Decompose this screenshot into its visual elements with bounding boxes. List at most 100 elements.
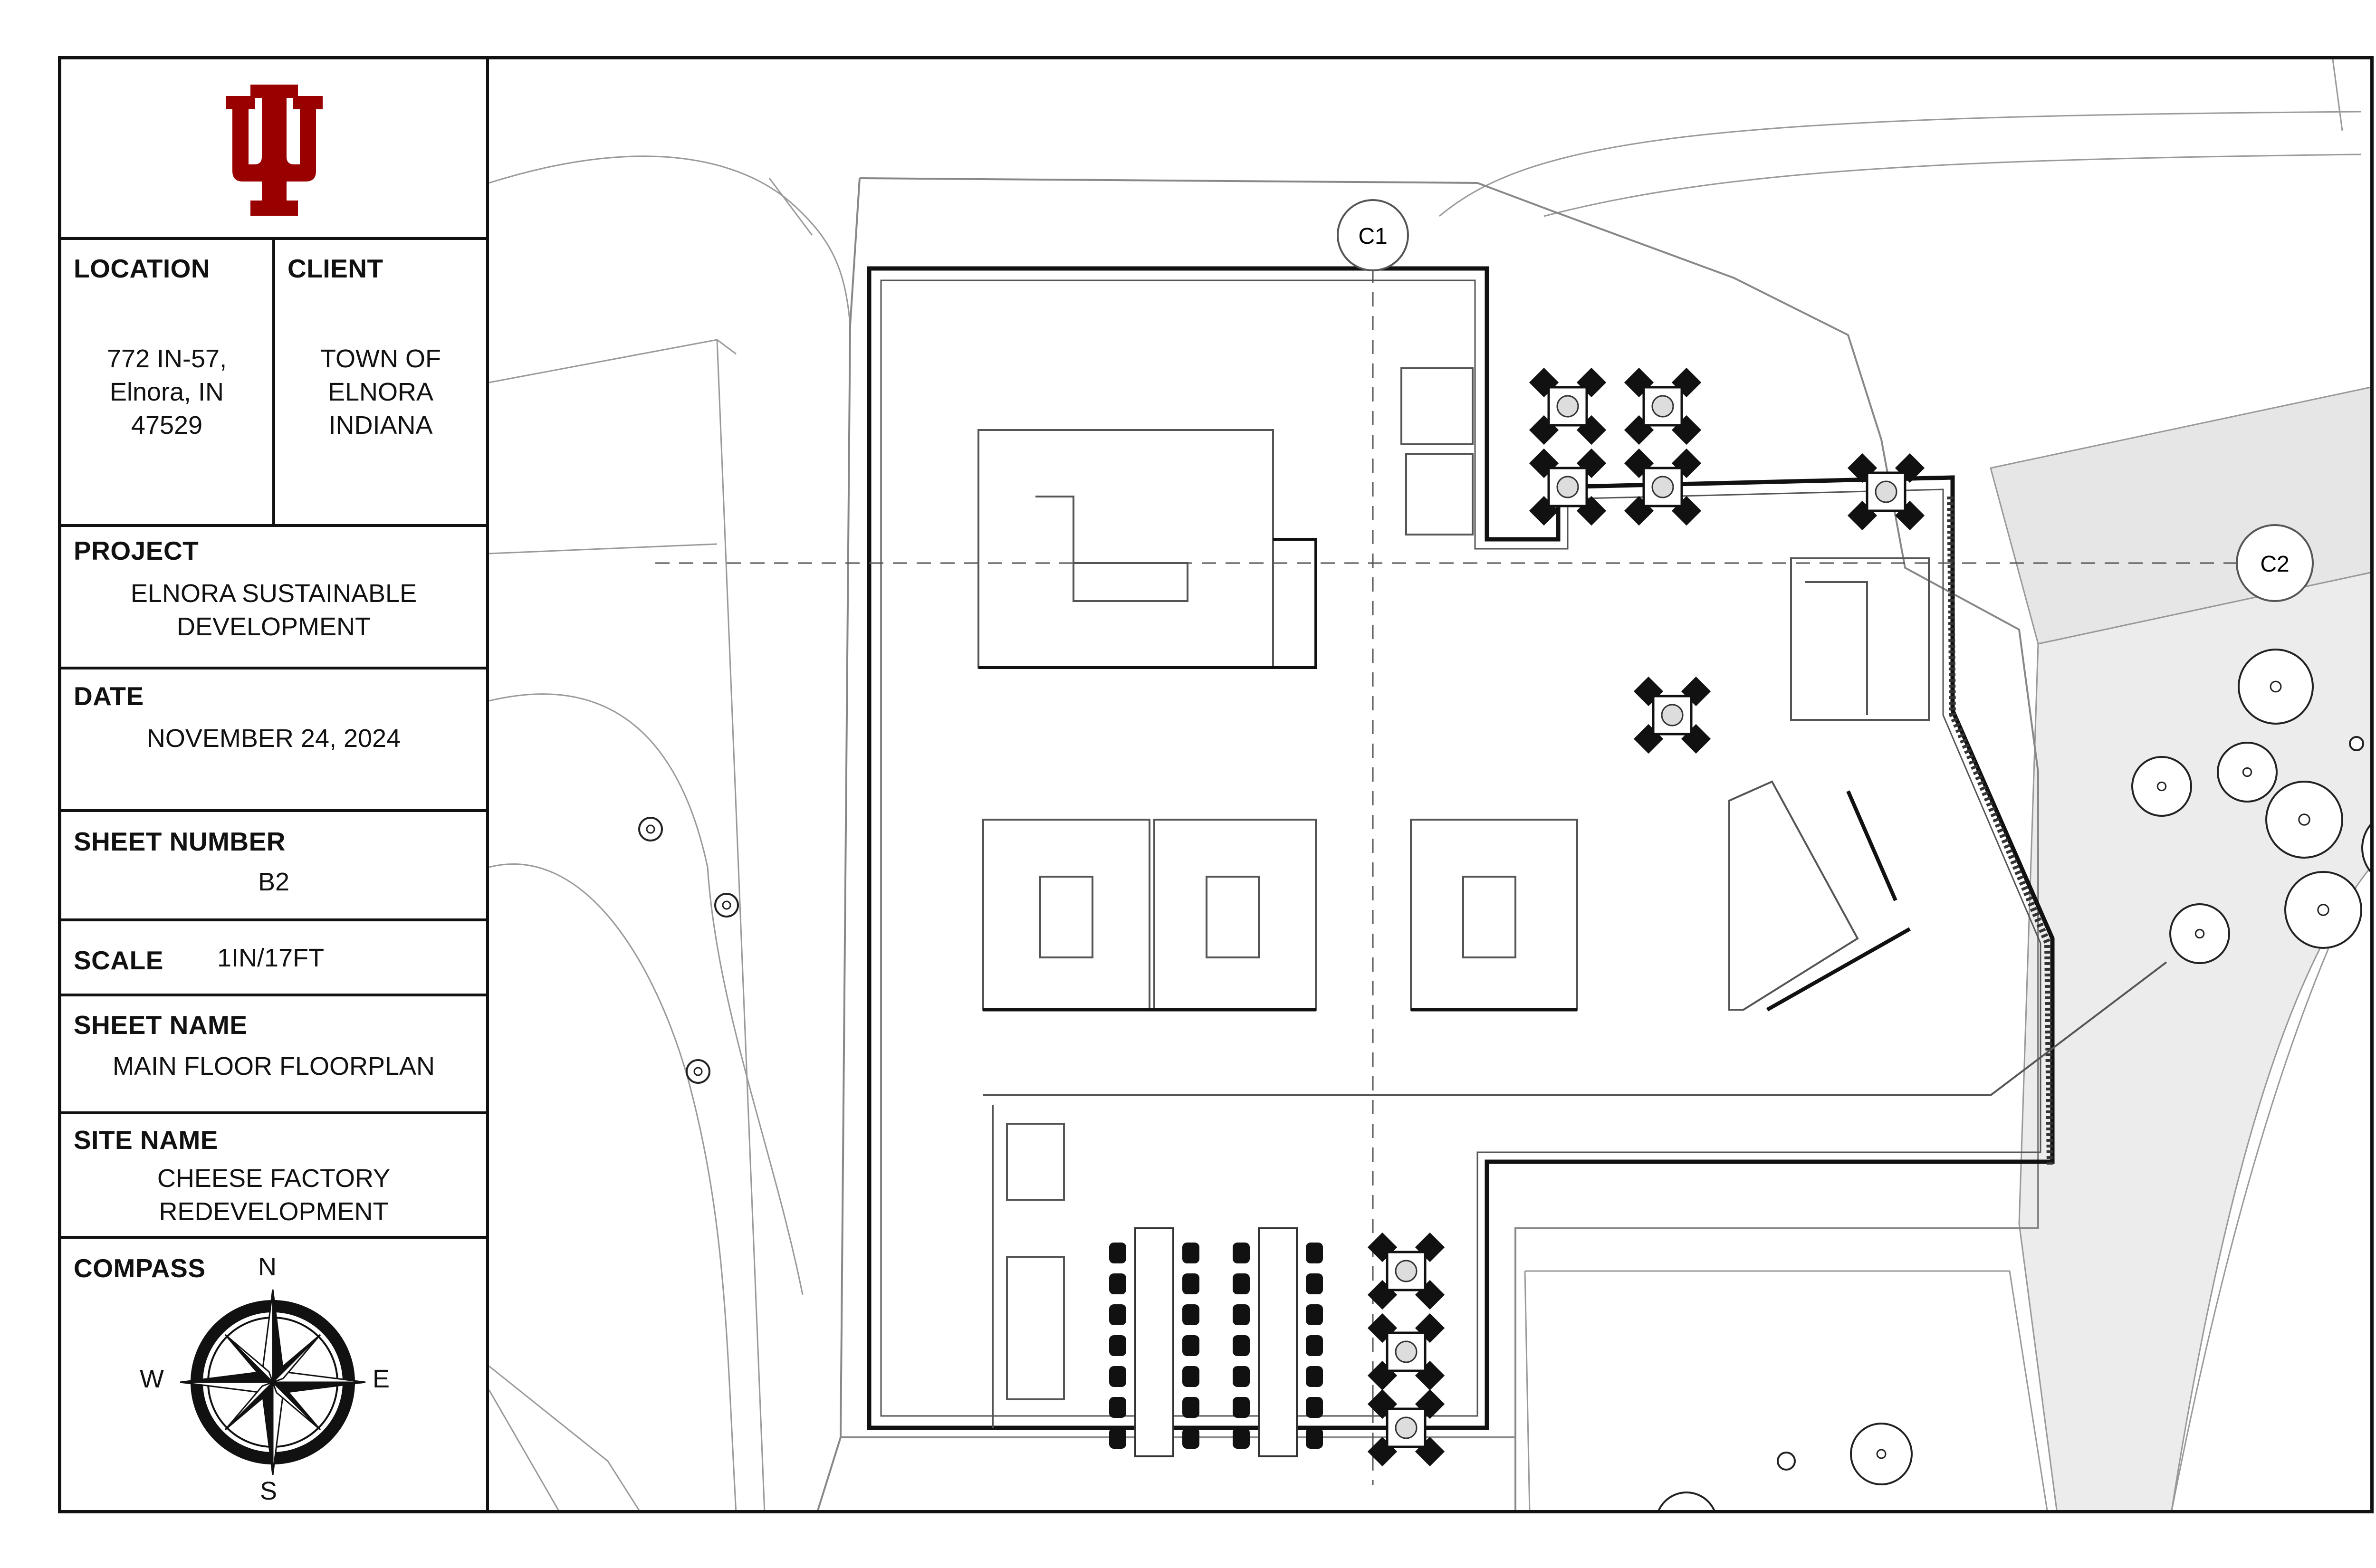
- table-set-icon: [1367, 1232, 1445, 1310]
- long-table: [1109, 1227, 1199, 1457]
- table-sets: [1367, 367, 1925, 1467]
- tree-icon: [2217, 742, 2278, 803]
- compass-rose-icon: [180, 1289, 366, 1475]
- location-line-2: Elnora, IN: [109, 378, 224, 406]
- chair-icon: [1109, 1273, 1126, 1294]
- compass-west: W: [140, 1365, 164, 1393]
- compass-label: COMPASS: [74, 1253, 206, 1283]
- location-line-1: 772 IN-57,: [106, 344, 227, 373]
- tree-icon: [2349, 736, 2364, 751]
- chair-icon: [1182, 1304, 1199, 1325]
- project-value: ELNORA SUSTAINABLE DEVELOPMENT: [61, 577, 486, 643]
- chair-icon: [1233, 1273, 1250, 1294]
- scale-cell: SCALE 1IN/17FT: [61, 921, 486, 996]
- floorplan-drawing: C1 C2: [489, 59, 2370, 1510]
- chair-icon: [1182, 1397, 1199, 1418]
- lawn-area-lower: [2018, 572, 2370, 1510]
- logo-cell: [61, 59, 486, 240]
- chair-icon: [1233, 1397, 1250, 1418]
- client-line-3: INDIANA: [328, 411, 433, 440]
- floorplan-svg: C1 C2: [489, 59, 2370, 1510]
- project-cell: PROJECT ELNORA SUSTAINABLE DEVELOPMENT: [61, 527, 486, 669]
- client-column: CLIENT TOWN OF ELNORA INDIANA: [275, 240, 486, 524]
- client-value: TOWN OF ELNORA INDIANA: [275, 342, 486, 442]
- tree-icon: [1657, 1492, 1715, 1510]
- grid-marker-c2-label: C2: [2260, 552, 2289, 577]
- date-cell: DATE NOVEMBER 24, 2024: [61, 669, 486, 812]
- site-name-cell: SITE NAME CHEESE FACTORY REDEVELOPMENT: [61, 1114, 486, 1239]
- table-set-icon: [1529, 367, 1607, 445]
- chair-icon: [1109, 1428, 1126, 1449]
- sheet-number-value: B2: [258, 868, 290, 896]
- location-value: 772 IN-57, Elnora, IN 47529: [61, 342, 272, 442]
- trees: [638, 649, 2370, 1510]
- chair-icon: [1109, 1335, 1126, 1356]
- project-label: PROJECT: [74, 536, 199, 565]
- chair-icon: [1306, 1304, 1323, 1325]
- tree-icon: [2284, 871, 2362, 949]
- plaza-outline: [817, 177, 2039, 1510]
- chair-icon: [1233, 1428, 1250, 1449]
- sheet-name-value: MAIN FLOOR FLOORPLAN: [112, 1052, 435, 1080]
- chair-icon: [1306, 1366, 1323, 1387]
- sheet-number-label: SHEET NUMBER: [74, 827, 286, 856]
- table-set-icon: [1367, 1389, 1445, 1467]
- grid-lines: [655, 268, 2238, 1485]
- compass-north: N: [258, 1252, 277, 1281]
- site-name-label: SITE NAME: [74, 1125, 218, 1155]
- building-walls: [867, 266, 2055, 1430]
- tree-icon: [1777, 1452, 1796, 1471]
- site-name-value: CHEESE FACTORY REDEVELOPMENT: [61, 1162, 486, 1228]
- chair-icon: [1182, 1428, 1199, 1449]
- table-set-icon: [1633, 676, 1711, 754]
- chair-icon: [1109, 1397, 1126, 1418]
- location-label: LOCATION: [74, 254, 211, 283]
- grid-marker-c1-label: C1: [1358, 224, 1387, 249]
- chair-icon: [1109, 1304, 1126, 1325]
- chair-icon: [1306, 1428, 1323, 1449]
- compass-east: E: [373, 1365, 390, 1393]
- location-client-cell: LOCATION 772 IN-57, Elnora, IN 47529 CLI…: [61, 240, 486, 527]
- tree-icon: [638, 817, 663, 841]
- chair-icon: [1306, 1397, 1323, 1418]
- tree-icon: [2169, 903, 2230, 964]
- sheet-name-label: SHEET NAME: [74, 1010, 248, 1040]
- date-label: DATE: [74, 681, 144, 711]
- tree-icon: [686, 1059, 710, 1084]
- date-value: NOVEMBER 24, 2024: [146, 724, 401, 753]
- tree-icon: [2238, 649, 2314, 725]
- chair-icon: [1233, 1335, 1250, 1356]
- project-line-1: ELNORA SUSTAINABLE: [130, 579, 417, 608]
- tree-icon: [714, 893, 739, 918]
- chair-icon: [1182, 1366, 1199, 1387]
- location-line-3: 47529: [131, 411, 203, 440]
- chair-icon: [1109, 1243, 1126, 1263]
- sheet-name-cell: SHEET NAME MAIN FLOOR FLOORPLAN: [61, 996, 486, 1114]
- title-block: LOCATION 772 IN-57, Elnora, IN 47529 CLI…: [61, 59, 489, 1510]
- chair-icon: [1306, 1273, 1323, 1294]
- chair-icon: [1233, 1366, 1250, 1387]
- project-line-2: DEVELOPMENT: [176, 612, 371, 641]
- chair-icon: [1306, 1335, 1323, 1356]
- drawing-sheet: LOCATION 772 IN-57, Elnora, IN 47529 CLI…: [58, 56, 2374, 1513]
- trident-logo: [226, 85, 323, 216]
- sheet-number-cell: SHEET NUMBER B2: [61, 812, 486, 921]
- chair-icon: [1233, 1243, 1250, 1263]
- compass-south: S: [260, 1477, 278, 1505]
- site-name-line-2: REDEVELOPMENT: [159, 1197, 389, 1226]
- location-column: LOCATION 772 IN-57, Elnora, IN 47529: [61, 240, 275, 524]
- client-line-1: TOWN OF: [320, 344, 441, 373]
- client-line-2: ELNORA: [327, 378, 434, 406]
- scale-label: SCALE: [74, 946, 163, 975]
- tree-icon: [2361, 823, 2370, 873]
- chair-icon: [1109, 1366, 1126, 1387]
- long-table: [1233, 1227, 1323, 1457]
- table-set-icon: [1624, 367, 1702, 445]
- table-set-icon: [1367, 1313, 1445, 1391]
- chair-icon: [1233, 1304, 1250, 1325]
- client-label: CLIENT: [287, 254, 383, 283]
- tree-icon: [2131, 756, 2192, 817]
- chair-icon: [1306, 1243, 1323, 1263]
- site-name-line-1: CHEESE FACTORY: [157, 1164, 391, 1193]
- tree-icon: [1850, 1423, 1913, 1485]
